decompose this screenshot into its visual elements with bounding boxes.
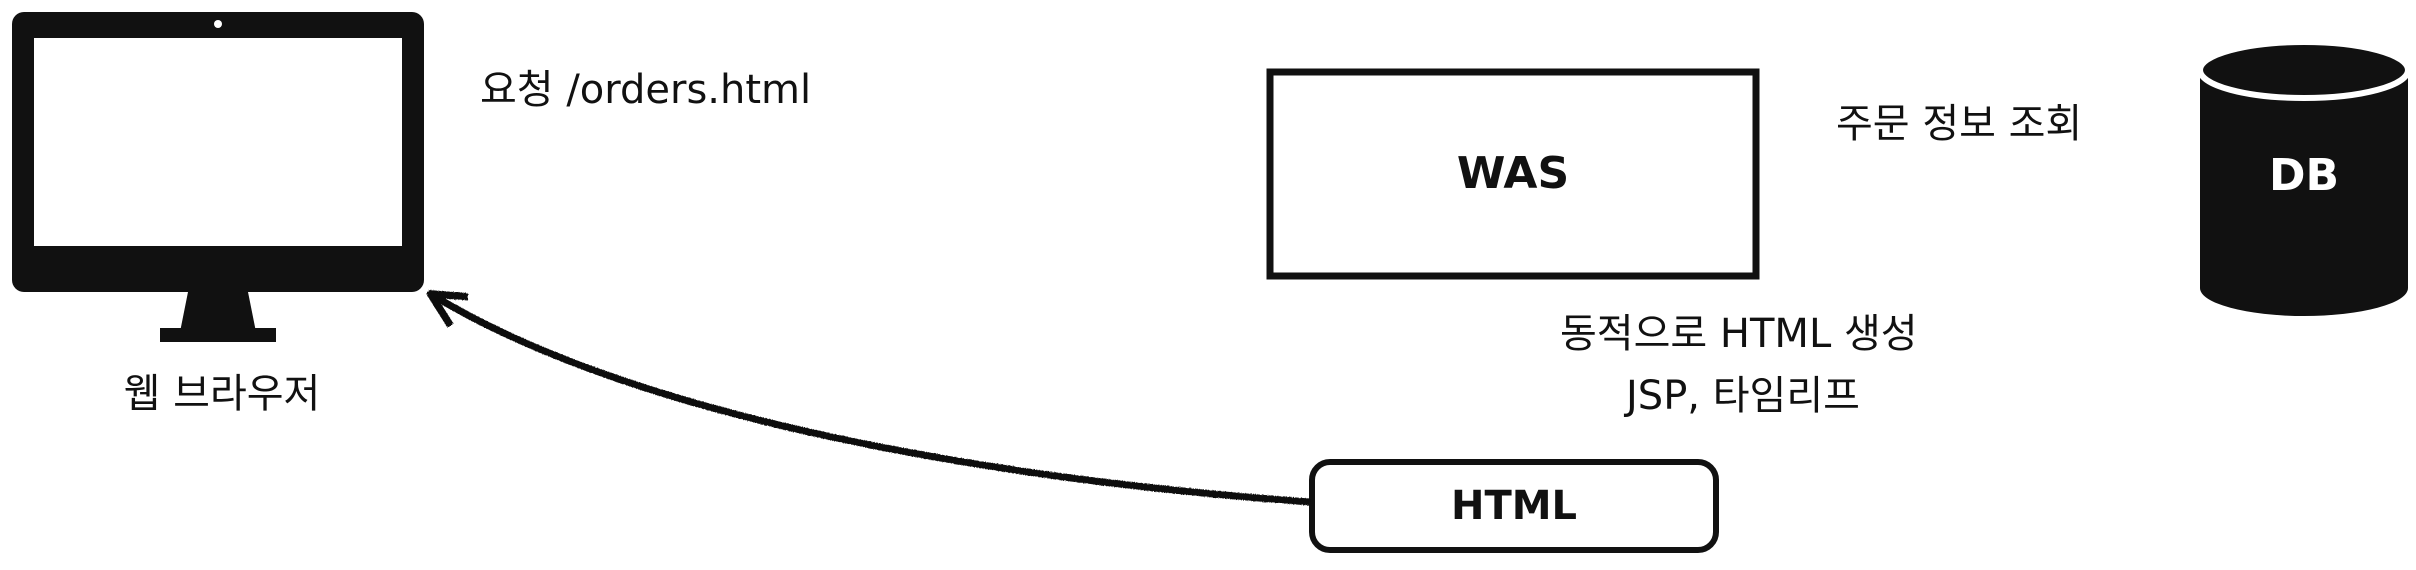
monitor-icon xyxy=(12,12,424,342)
query-label: 주문 정보 조회 xyxy=(1836,101,2083,147)
database-icon xyxy=(2197,39,2411,316)
db-label: DB xyxy=(2268,150,2340,201)
generate-label-line1: 동적으로 HTML 생성 xyxy=(1560,311,1918,357)
was-label: WAS xyxy=(1456,148,1570,199)
browser-label: 웹 브라우저 xyxy=(123,371,321,417)
html-box-label: HTML xyxy=(1450,483,1578,529)
response-arrow xyxy=(426,290,1311,506)
request-label: 요청 /orders.html xyxy=(480,67,812,113)
was-box xyxy=(1266,68,1760,280)
generate-label-line2: JSP, 타임리프 xyxy=(1626,373,1860,419)
html-box xyxy=(1309,459,1719,553)
